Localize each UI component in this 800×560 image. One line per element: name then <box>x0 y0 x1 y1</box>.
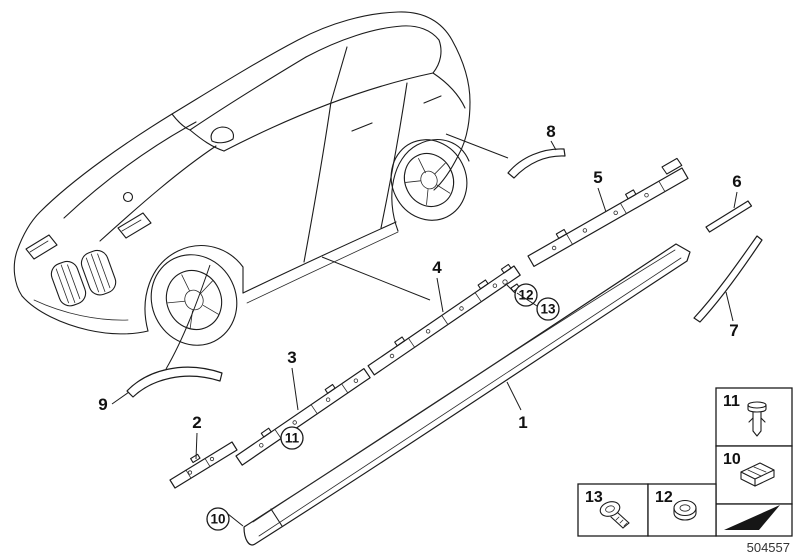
callout-9[interactable]: 9 <box>98 391 130 414</box>
legend-box-10[interactable]: 10 <box>715 445 793 505</box>
doc-number: 504557 <box>747 540 790 555</box>
part-1 <box>243 243 691 546</box>
front-wheel <box>150 254 238 346</box>
callout-4[interactable]: 4 <box>432 258 444 313</box>
callout-9-label[interactable]: 9 <box>98 395 107 414</box>
legend: 11 10 13 <box>577 387 793 537</box>
hood-roundel <box>122 191 134 203</box>
callout-10-label[interactable]: 10 <box>210 512 225 527</box>
legend-12-label: 12 <box>655 489 673 506</box>
direction-arrow-icon <box>724 505 780 530</box>
callout-13[interactable]: 13 <box>516 292 560 321</box>
callout-6[interactable]: 6 <box>732 172 742 209</box>
callout-11[interactable]: 11 <box>280 426 304 450</box>
callout-8-label[interactable]: 8 <box>546 122 555 141</box>
leader-front-arch-to-part9 <box>165 264 211 370</box>
leader-2 <box>195 432 198 460</box>
callout-5[interactable]: 5 <box>593 168 607 213</box>
side-mirror <box>210 126 234 144</box>
part-9 <box>126 366 223 398</box>
leader-12 <box>506 284 516 294</box>
part-3 <box>235 368 371 466</box>
legend-box-11[interactable]: 11 <box>715 387 793 447</box>
leader-6 <box>733 191 738 209</box>
leader-1 <box>506 381 522 411</box>
expansion-rivet-icon <box>747 401 767 437</box>
legend-13-label: 13 <box>585 489 603 506</box>
screw-icon <box>599 501 630 529</box>
part-4 <box>367 263 521 376</box>
leader-9 <box>111 391 130 405</box>
retaining-clip-icon <box>740 462 775 487</box>
callout-12[interactable]: 12 <box>506 283 538 307</box>
leader-rocker-to-parts <box>321 256 431 301</box>
leader-8 <box>550 140 557 151</box>
callout-5-label[interactable]: 5 <box>593 168 602 187</box>
callout-3[interactable]: 3 <box>287 348 299 411</box>
callouts: 1 2 3 4 5 6 7 8 <box>98 122 742 531</box>
kidney-grille <box>50 249 117 307</box>
legend-11-label: 11 <box>723 393 740 410</box>
legend-box-direction[interactable] <box>715 503 793 537</box>
callout-7-label[interactable]: 7 <box>729 321 738 340</box>
callout-13-label[interactable]: 13 <box>540 302 556 317</box>
callout-7[interactable]: 7 <box>725 291 739 340</box>
legend-box-12[interactable]: 12 <box>647 483 717 537</box>
callout-3-label[interactable]: 3 <box>287 348 296 367</box>
callout-1-label[interactable]: 1 <box>518 413 527 432</box>
leader-7 <box>725 291 734 322</box>
part-2 <box>169 441 238 489</box>
callout-6-label[interactable]: 6 <box>732 172 741 191</box>
callout-10-circle[interactable] <box>206 507 230 531</box>
leader-13 <box>516 292 538 307</box>
callout-8[interactable]: 8 <box>546 122 557 151</box>
headlights <box>25 212 152 260</box>
callout-4-label[interactable]: 4 <box>432 258 442 277</box>
leader-4 <box>436 277 444 313</box>
leader-5 <box>597 187 607 213</box>
legend-box-13[interactable]: 13 <box>577 483 649 537</box>
callout-11-circle[interactable] <box>280 426 304 450</box>
part-5 <box>527 157 689 267</box>
callout-1[interactable]: 1 <box>506 381 528 432</box>
callout-2[interactable]: 2 <box>192 413 202 460</box>
callout-12-label[interactable]: 12 <box>518 288 533 303</box>
grommet-icon <box>673 499 697 521</box>
car-leader-lines <box>165 133 509 370</box>
part-8 <box>507 148 566 179</box>
callout-2-label[interactable]: 2 <box>192 413 201 432</box>
callout-11-label[interactable]: 11 <box>285 431 300 446</box>
callout-12-circle[interactable] <box>514 283 538 307</box>
leader-rear-arch-to-part8 <box>445 133 509 159</box>
part-6 <box>705 200 753 233</box>
callout-13-circle[interactable] <box>536 297 560 321</box>
leader-3 <box>291 367 299 411</box>
rear-wheel <box>390 139 468 221</box>
leader-10 <box>227 513 244 527</box>
legend-10-label: 10 <box>723 451 741 468</box>
part-7 <box>693 235 763 323</box>
car-wireframe <box>13 11 471 346</box>
callout-10[interactable]: 10 <box>206 507 244 531</box>
